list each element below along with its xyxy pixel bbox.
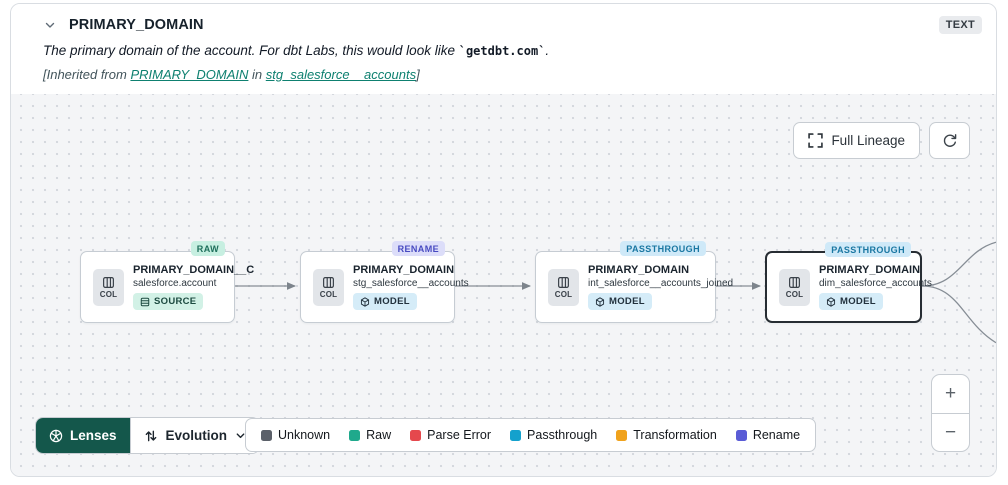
legend-swatch	[735, 429, 747, 441]
lens-dropdown[interactable]: Evolution	[129, 418, 260, 453]
lineage-node-staging[interactable]: RENAME COL PRIMARY_DOMAIN stg_salesforce…	[300, 241, 469, 323]
node-title: PRIMARY_DOMAIN	[353, 264, 455, 276]
lineage-node-source[interactable]: RAW COL PRIMARY_DOMAIN__C salesforce.acc…	[80, 241, 255, 323]
legend-item: Transformation	[616, 428, 717, 442]
lens-controls: Lenses Evolution	[35, 417, 261, 454]
legend-item: Rename	[735, 428, 801, 442]
legend-label: Parse Error	[427, 428, 492, 442]
collapse-chevron-icon[interactable]	[41, 16, 59, 34]
column-type-badge: TEXT	[938, 16, 982, 34]
legend-swatch	[349, 429, 361, 441]
chevron-down-icon	[235, 430, 246, 441]
legend-label: Transformation	[633, 428, 717, 442]
legend-item: Passthrough	[510, 428, 597, 442]
legend-item: Unknown	[261, 428, 330, 442]
zoom-out-button[interactable]: −	[932, 414, 969, 452]
lineage-node-dim-selected[interactable]: PASSTHROUGH COL PRIMARY_DOMAIN dim_sales…	[765, 242, 932, 323]
legend: Unknown Raw Parse Error Passthrough Transfor…	[245, 418, 817, 452]
lineage-node-intermediate[interactable]: PASSTHROUGH COL PRIMARY_DOMAIN int_sales…	[535, 241, 734, 323]
column-icon: COL	[313, 268, 344, 306]
node-subtitle: salesforce.account	[133, 278, 217, 289]
model-icon	[826, 296, 836, 307]
lineage-canvas[interactable]: Full Lineage RAW COL PRIMARY_DOMAIN__C s…	[11, 94, 996, 476]
divider	[932, 412, 969, 414]
node-title: PRIMARY_DOMAIN__C	[133, 264, 255, 276]
legend-item: Parse Error	[410, 428, 491, 442]
node-type-badge: MODEL	[819, 293, 883, 310]
inherited-note: [Inherited from PRIMARY_DOMAIN in stg_sa…	[43, 67, 420, 82]
column-icon: COL	[93, 268, 124, 306]
legend-swatch	[510, 429, 522, 441]
legend-item: Raw	[349, 428, 391, 442]
model-icon	[595, 296, 605, 307]
node-subtitle: dim_salesforce_accounts	[819, 278, 932, 289]
expand-icon	[808, 133, 824, 148]
zoom-controls: + −	[931, 374, 970, 452]
node-status-tag: RAW	[190, 241, 225, 256]
column-header: PRIMARY_DOMAIN TEXT The primary domain o…	[11, 4, 996, 94]
column-description: The primary domain of the account. For d…	[43, 43, 550, 58]
node-title: PRIMARY_DOMAIN	[588, 264, 690, 276]
node-subtitle: stg_salesforce__accounts	[353, 278, 469, 289]
node-type-badge: MODEL	[353, 293, 417, 310]
node-status-tag: RENAME	[391, 241, 445, 256]
zoom-in-button[interactable]: +	[932, 375, 969, 413]
node-subtitle: int_salesforce__accounts_joined	[588, 278, 734, 289]
column-icon: COL	[779, 268, 810, 306]
column-title: PRIMARY_DOMAIN	[69, 17, 204, 33]
lens-aperture-icon	[49, 429, 63, 443]
column-icon: COL	[548, 268, 579, 306]
legend-swatch	[261, 429, 272, 441]
lenses-button[interactable]: Lenses	[36, 418, 130, 453]
refresh-button[interactable]	[929, 122, 970, 159]
node-title: PRIMARY_DOMAIN	[819, 264, 921, 276]
legend-swatch	[410, 429, 422, 441]
node-type-badge: MODEL	[588, 293, 652, 310]
full-lineage-button[interactable]: Full Lineage	[793, 122, 920, 159]
inherited-column-link[interactable]: PRIMARY_DOMAIN	[130, 67, 249, 82]
legend-label: Raw	[366, 428, 392, 442]
node-type-badge: SOURCE	[133, 293, 204, 310]
legend-label: Unknown	[278, 428, 331, 442]
legend-swatch	[616, 429, 628, 441]
node-status-tag: PASSTHROUGH	[620, 241, 706, 256]
legend-label: Rename	[752, 428, 801, 442]
source-icon	[140, 297, 150, 306]
lineage-edges	[235, 241, 996, 344]
model-icon	[360, 296, 370, 307]
inherited-model-link[interactable]: stg_salesforce__accounts	[265, 67, 417, 82]
inline-code: `getdbt.com`	[458, 44, 546, 58]
legend-label: Passthrough	[527, 428, 598, 442]
node-status-tag: PASSTHROUGH	[825, 242, 911, 257]
evolution-arrows-icon	[144, 429, 158, 443]
refresh-icon	[942, 133, 958, 149]
column-lineage-panel: PRIMARY_DOMAIN TEXT The primary domain o…	[10, 3, 997, 477]
